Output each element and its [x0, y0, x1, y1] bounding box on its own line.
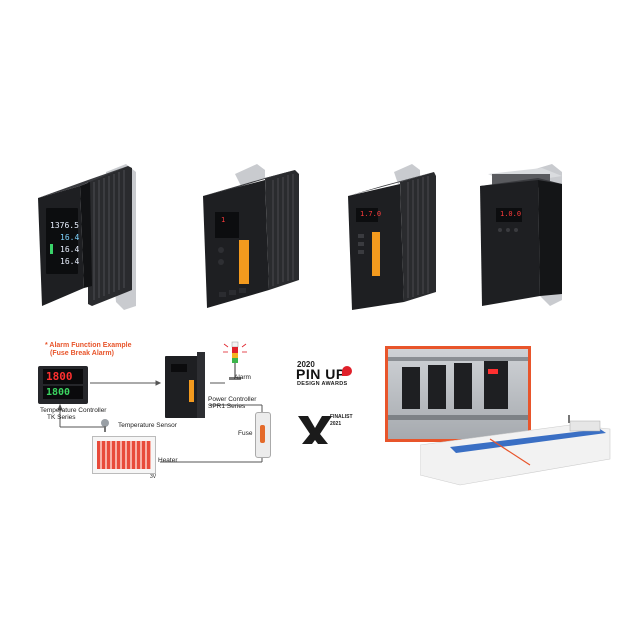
temperature-controller-device: 1800 1800: [38, 366, 88, 404]
display-value: 1: [221, 216, 226, 224]
status-led-icon: [50, 244, 53, 254]
voltage-label: 3V: [150, 474, 157, 480]
product-spr1-medium: 1: [195, 160, 305, 310]
finalist-label: FINALIST: [330, 414, 353, 420]
display-value: 1.7.0: [360, 210, 382, 218]
finalist-badge-icon: [298, 410, 332, 444]
temperature-sensor-icon: [98, 418, 112, 432]
diagram-title-line2: (Fuse Break Alarm): [50, 350, 114, 357]
display-line-2: 16.4: [60, 233, 80, 242]
temperature-sensor-label: Temperature Sensor: [118, 422, 177, 429]
alarm-label: Alarm: [234, 374, 251, 381]
power-controller-device: [165, 352, 205, 418]
finalist-year: 2021: [330, 421, 342, 427]
award-year: 2020: [297, 360, 315, 369]
pinup-pin-icon: [342, 366, 352, 376]
heater-icon: [92, 436, 156, 474]
fuse-icon: [255, 412, 271, 458]
product-spr1-slim: 1.7.0: [338, 160, 448, 310]
tk-display-bottom: 1800: [46, 387, 71, 398]
pinup-subtitle: DESIGN AWARDS: [297, 381, 348, 387]
diagram-title-line1: * Alarm Function Example: [45, 342, 132, 349]
power-controller-label-2: SPR1 Series: [208, 403, 246, 410]
display-value: 1.0.0: [500, 210, 522, 218]
diagram-wires: [57, 380, 263, 463]
product-spr3-fan: 1.0.0: [470, 160, 585, 310]
temp-controller-label-2: TK Series: [47, 414, 76, 421]
product-spr1-large: 1376.5 16.4 16.4 16.4: [28, 160, 153, 310]
installation-closeup: [385, 346, 531, 442]
fuse-label: Fuse: [238, 430, 253, 437]
display-line-1: 1376.5: [50, 221, 79, 230]
temp-controller-label-1: Temperature Controller: [40, 407, 107, 414]
display-line-4: 16.4: [60, 257, 80, 266]
machine-illustration: [420, 415, 611, 486]
tk-display-top: 1800: [46, 370, 73, 383]
display-line-3: 16.4: [60, 245, 80, 254]
heater-label: Heater: [158, 457, 178, 464]
pinup-logo: PIN UP: [296, 366, 346, 382]
alarm-tower-icon: [222, 340, 248, 386]
power-controller-label-1: Power Controller: [208, 396, 257, 403]
